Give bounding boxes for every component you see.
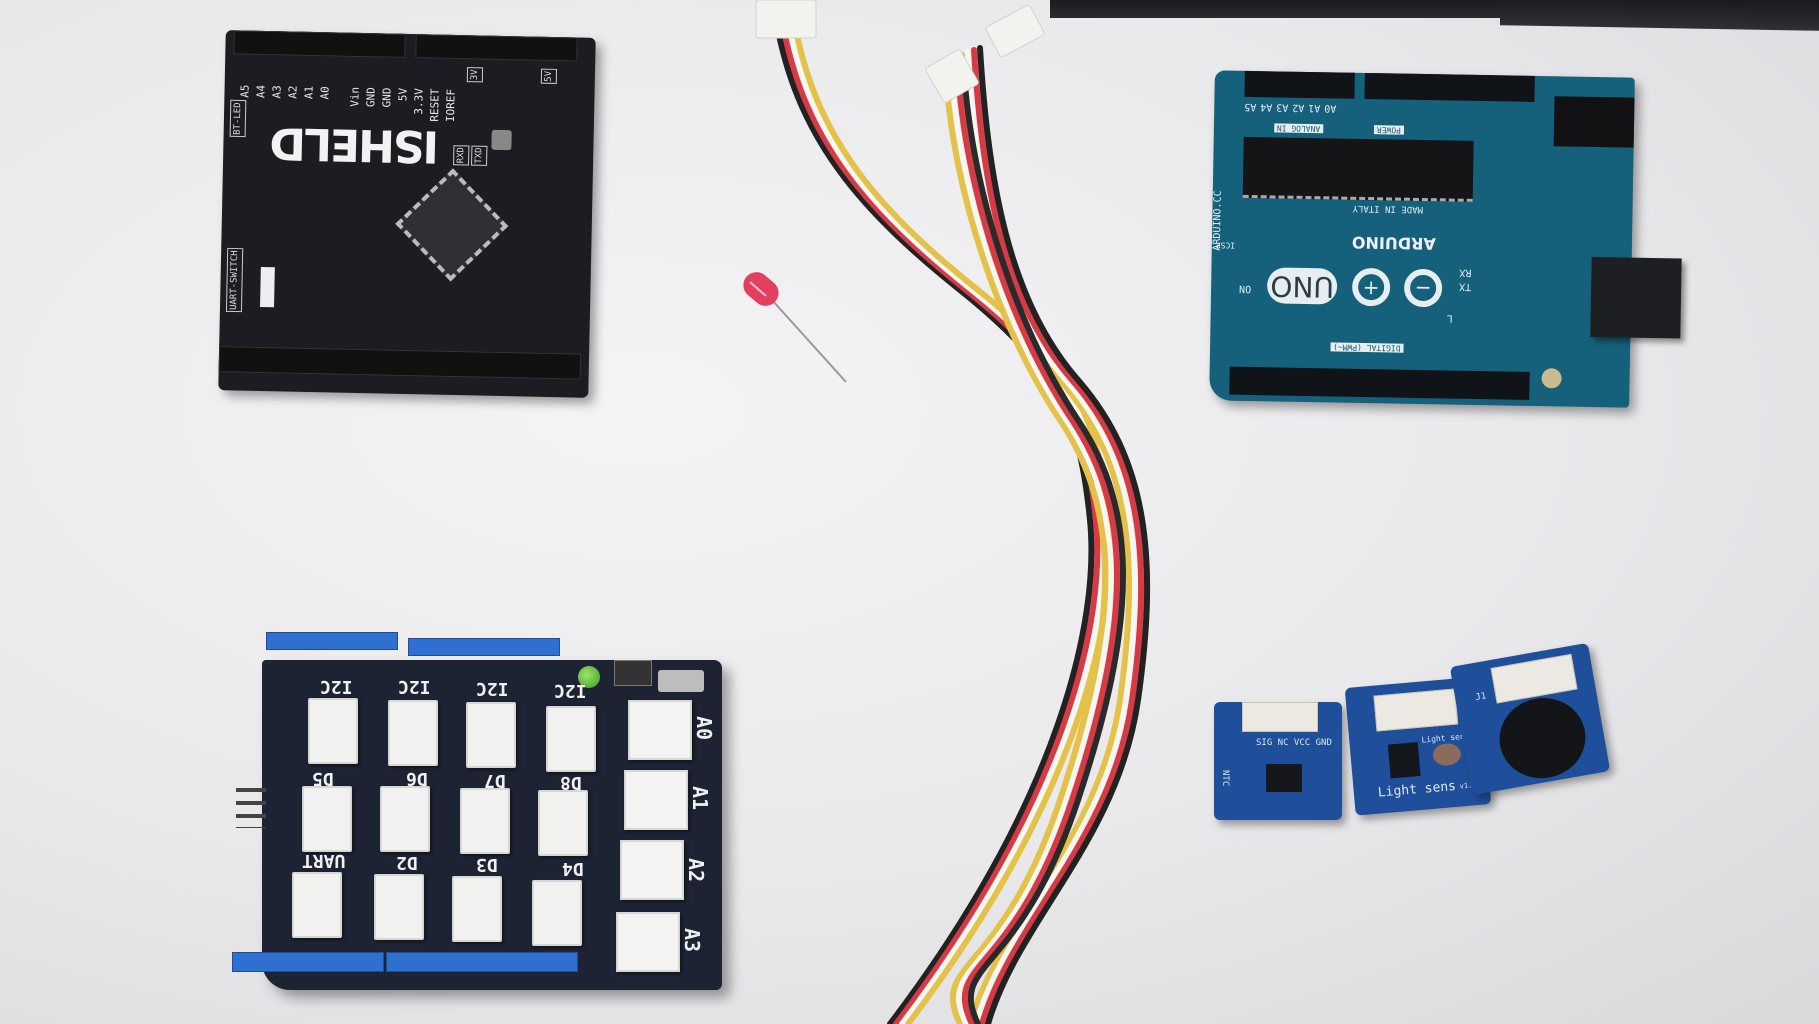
reset-button [1541,368,1562,389]
grove-port-i2c-1 [308,698,358,764]
led-lead [771,299,847,383]
grove-port-d3 [452,876,502,942]
base-header-bottom-right [386,952,578,972]
uno-header-power [1364,72,1535,102]
red-led [743,272,847,383]
module-connector [1490,653,1578,704]
cable-3 [943,71,1126,1024]
grove-port-a2 [620,840,684,900]
grove-port-i2c-2 [388,700,438,766]
isp-pins [236,788,266,828]
cable-connector-2 [985,4,1045,58]
module-ic [1266,764,1302,792]
grove-port-a3 [616,912,680,972]
arduino-infinity-icon: + − [1352,268,1443,308]
reset-button [614,660,652,686]
grove-port-i2c-3 [466,702,516,768]
cable-connector-1 [755,0,817,39]
uno-header-digital [1229,366,1530,400]
light-sensor-text: Light sens [1377,778,1457,801]
grove-port-a0 [628,700,692,760]
icsp-label: ICSP [1215,240,1236,250]
grove-port-i2c-4 [546,706,596,772]
uno-header-analog [1244,70,1355,99]
module-connector [1373,688,1459,732]
arduino-uno-board: A5 A4 A3 A2 A1 A0 ANALOG IN POWER ARDUIN… [1209,70,1682,408]
uno-pin-a1: A1 [1308,101,1321,114]
grove-port-d2 [374,874,424,940]
tx-label: TX [1459,280,1472,292]
power-label: POWER [1373,125,1405,135]
label-d3: D3 [476,854,498,875]
uno-pin-a4: A4 [1260,101,1273,113]
label-i2c-3: I2C [476,678,509,699]
made-in-italy-label: MADE IN ITALY [1352,202,1424,215]
base-header-top-right [408,638,560,656]
label-uart: UART [302,850,346,871]
grove-port-d6 [380,786,430,852]
base-header-bottom-left [232,952,384,972]
grove-port-d5 [302,786,352,852]
ntc-label: NTC [1220,770,1230,787]
buzzer [1493,691,1592,785]
grove-temperature-module: SIG NC VCC GND NTC [1214,702,1342,820]
label-a1: A1 [688,785,713,811]
base-header-top-left [266,632,398,650]
uno-pin-a3: A3 [1276,101,1289,113]
module-ic [1387,742,1421,779]
grove-buzzer-module: J1 [1449,642,1611,796]
label-i2c-1: I2C [320,676,353,697]
uno-logo: UNO [1266,267,1338,305]
atmega-chip [1242,136,1474,202]
module-connector [1242,702,1318,732]
l-led-label: L [1446,312,1453,324]
grove-base-shield: I2C I2C I2C I2C D5 D6 D7 D8 UART D2 D3 D… [232,632,722,990]
power-jack [1553,96,1635,148]
rx-label: RX [1459,266,1472,278]
uno-pin-a5: A5 [1244,100,1257,113]
on-led-label: ON [1239,282,1252,295]
label-d8: D8 [560,772,582,793]
label-a3: A3 [680,927,705,953]
label-i2c-4: I2C [554,680,587,701]
grove-port-d8 [538,790,588,856]
grove-port-uart [292,872,342,938]
voltage-switch [658,670,704,692]
svg-text:+: + [1363,275,1380,299]
led-bulb [743,272,779,306]
photoresistor [1431,742,1462,767]
usb-port [1590,256,1682,339]
grove-port-a1 [624,770,688,830]
label-d5: D5 [312,768,334,789]
arduino-brand: ARDUINO [1351,232,1437,254]
j1-label: J1 [1474,691,1488,704]
grove-port-d7 [460,788,510,854]
label-a2: A2 [684,857,709,883]
uno-pin-a2: A2 [1292,101,1305,113]
label-d7: D7 [484,770,506,791]
label-d6: D6 [406,768,428,789]
uno-pin-a0: A0 [1324,102,1337,114]
label-d4: D4 [562,858,584,879]
label-d2: D2 [396,852,418,873]
label-i2c-2: I2C [398,676,431,697]
label-a0: A0 [692,715,717,741]
cable-connector-3 [925,49,979,103]
module-pin-labels: SIG NC VCC GND [1256,738,1332,748]
digital-label: DIGITAL (PWM~) [1330,342,1404,353]
grove-port-d4 [532,880,582,946]
analog-in-label: ANALOG IN [1273,123,1324,134]
power-led-green [578,666,600,688]
svg-text:−: − [1415,275,1432,299]
